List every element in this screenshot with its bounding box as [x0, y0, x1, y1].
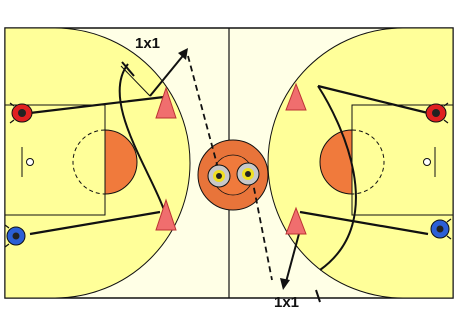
right-run-arrowhead [280, 278, 290, 290]
player-icon [430, 218, 452, 240]
player-icon [4, 224, 26, 248]
player-icon [9, 102, 33, 124]
right-free-throw-dashed [351, 129, 385, 195]
left-free-throw-dashed [72, 129, 106, 195]
right-paint-circle [319, 129, 353, 195]
right-run-line [285, 229, 301, 283]
left-pass-line-top [29, 95, 165, 115]
left-cut-path [118, 63, 165, 211]
player-icon [236, 162, 260, 186]
right-hoop [423, 158, 431, 166]
right-pass-line-top [317, 84, 429, 115]
left-hoop [26, 158, 34, 166]
left-pass-line-bottom [29, 210, 161, 236]
left-cut-lead [120, 65, 151, 97]
triangle-cone-icon [155, 86, 177, 119]
left-drill-label: 1x1 [135, 35, 160, 52]
right-cut-tick [315, 289, 321, 303]
triangle-cone-icon [285, 206, 307, 235]
right-pass-dashed [251, 177, 273, 281]
right-drill-label: 1x1 [274, 294, 299, 311]
left-paint-circle [104, 129, 138, 195]
triangle-cone-icon [285, 82, 307, 111]
right-pass-line-bottom [299, 210, 429, 236]
player-icon [425, 102, 449, 124]
left-cut-tick [121, 61, 135, 77]
right-key [351, 104, 454, 216]
player-icon [207, 164, 231, 188]
triangle-cone-icon [155, 198, 177, 231]
left-run-arrowhead [178, 48, 188, 60]
right-cut-path [317, 85, 357, 271]
left-run-line [149, 51, 187, 97]
